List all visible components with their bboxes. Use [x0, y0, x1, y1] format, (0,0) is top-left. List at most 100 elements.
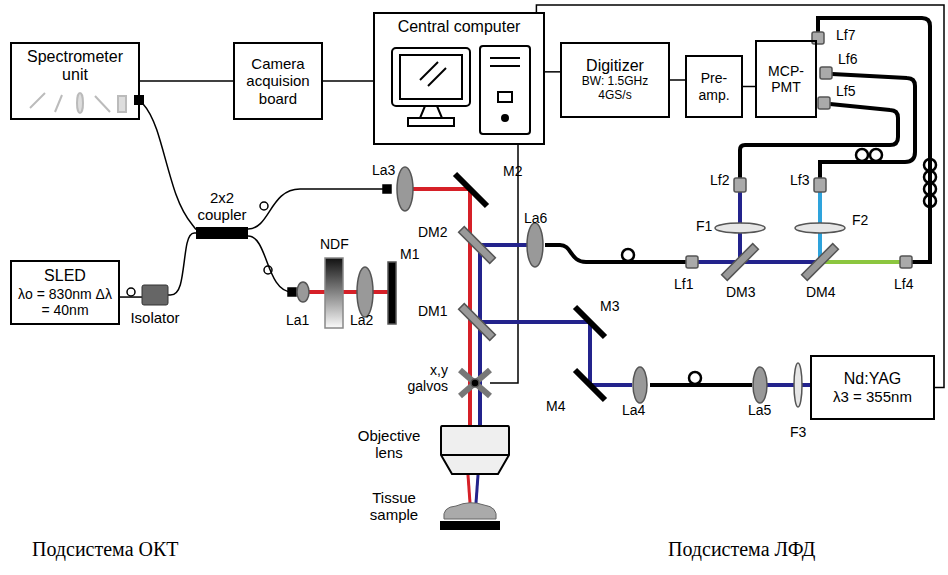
- optics: [397, 167, 413, 211]
- spectrometer-optics: [30, 93, 144, 113]
- part-label: F1: [696, 218, 712, 234]
- part-label: F3: [790, 424, 806, 440]
- computer-icon: [400, 55, 462, 99]
- computer-icon: [392, 48, 470, 106]
- fibers-lfd: [870, 149, 882, 161]
- fiber-coupler-shape: [196, 227, 248, 239]
- spectrometer-optics: [55, 95, 62, 112]
- objective-lens-shape: [440, 425, 510, 475]
- oct-beams: [476, 475, 478, 503]
- box-title: Camera acquision board: [239, 55, 317, 107]
- fibers-oct: [127, 185, 391, 296]
- fibers-oct: [260, 202, 268, 210]
- computer-icon: [408, 118, 454, 126]
- isolator: Isolator: [142, 285, 168, 305]
- part-label: DM1: [418, 303, 448, 319]
- part-label: La1: [286, 312, 309, 328]
- objective-lens-outline: [441, 426, 509, 474]
- box-title: Pre-amp.: [691, 70, 737, 102]
- fibers-lfd: [650, 383, 752, 387]
- signal-wire: [140, 80, 233, 82]
- digitizer-box: DigitizerBW: 1.5GHz 4GS/s: [560, 42, 670, 118]
- part-label: Lf4: [894, 276, 913, 292]
- spectrometer-optics: [118, 96, 126, 112]
- lfd-beams: [698, 260, 820, 264]
- optics: [633, 367, 647, 403]
- box-title: Nd:YAG: [844, 370, 902, 388]
- part-label: La2: [350, 312, 373, 328]
- lfd-optics: [734, 178, 746, 192]
- lfd-optics: [802, 244, 839, 281]
- box-title: Spectrometer unit: [16, 48, 134, 85]
- optics: [459, 304, 496, 341]
- part-label: DM2: [418, 224, 448, 240]
- oct-beams: [468, 475, 470, 503]
- mcp-pmt-box: MCP-PMT: [755, 40, 817, 118]
- fibers-oct: [383, 185, 391, 193]
- lfd-optics: [686, 32, 912, 280]
- part-label: La4: [622, 402, 645, 418]
- computer-icon: [392, 46, 530, 134]
- oct-beams: [480, 322, 632, 385]
- spectrometer-optics: [77, 93, 83, 113]
- part-label: M3: [600, 298, 619, 314]
- optics: [471, 379, 479, 387]
- signal-wire: [670, 79, 685, 81]
- part-label: Objective lens: [344, 427, 434, 462]
- oct-beams: [767, 383, 810, 387]
- tissue-sample-shape: [440, 495, 500, 535]
- objective-lens: Objective lens: [440, 425, 510, 475]
- fibers-lfd: [924, 195, 936, 207]
- optics: [455, 174, 487, 206]
- subsystem-caption: Подсистема ОКТ: [32, 538, 179, 561]
- optics: [297, 282, 309, 302]
- oct-beams: [309, 189, 810, 503]
- preamp-box: Pre-amp.: [685, 55, 743, 118]
- part-label: 2x2 coupler: [192, 189, 252, 224]
- oct-beams: [309, 290, 388, 294]
- signal-wire: [545, 71, 560, 73]
- lfd-optics: [820, 67, 832, 79]
- computer-icon: [420, 106, 442, 118]
- computer-box: Central computer: [373, 12, 545, 145]
- part-label: M2: [503, 163, 522, 179]
- lfd-beams: [820, 260, 900, 264]
- control-wire: [490, 145, 518, 383]
- fibers-lfd: [545, 18, 936, 385]
- part-label: La5: [748, 402, 771, 418]
- subsystem-caption: Подсистема ЛФД: [668, 538, 816, 561]
- spectrometer-optics: [95, 96, 110, 112]
- part-label: x,y galvos: [396, 362, 448, 394]
- fiber-coupler-outline: [196, 227, 248, 239]
- box-title: MCP-PMT: [761, 63, 811, 95]
- fiber-coupler: 2x2 coupler: [196, 227, 248, 239]
- computer-icon: [490, 57, 520, 59]
- part-label: Lf1: [674, 276, 693, 292]
- sled-box: SLEDλo = 830nm Δλ = 40nm: [10, 260, 120, 325]
- fibers-lfd: [924, 183, 936, 195]
- optics: [460, 370, 490, 396]
- computer-icon: [428, 68, 446, 86]
- optics: [460, 370, 490, 396]
- computer-icon: [498, 92, 512, 102]
- box-detail: BW: 1.5GHz 4GS/s: [575, 75, 655, 103]
- part-label: M1: [400, 246, 419, 262]
- part-label: Isolator: [122, 309, 188, 326]
- fibers-lfd: [622, 249, 634, 261]
- signal-wire: [120, 296, 142, 298]
- spectrometer-optics: [30, 93, 45, 108]
- box-detail: λo = 830nm Δλ = 40nm: [17, 286, 113, 318]
- optics: [794, 363, 802, 407]
- camera-board-box: Camera acquision board: [233, 42, 323, 120]
- tissue-sample-outline: [444, 503, 497, 519]
- fibers-lfd: [924, 159, 936, 171]
- fibers-lfd: [856, 149, 868, 161]
- fibers-lfd: [924, 171, 936, 183]
- part-label: La6: [524, 210, 547, 226]
- optics: [325, 258, 343, 328]
- tissue-sample: Tissue sample: [440, 495, 500, 535]
- control-wire: [490, 145, 518, 383]
- part-label: NDF: [320, 236, 349, 252]
- part-label: M4: [546, 398, 565, 414]
- computer-icon: [480, 46, 530, 134]
